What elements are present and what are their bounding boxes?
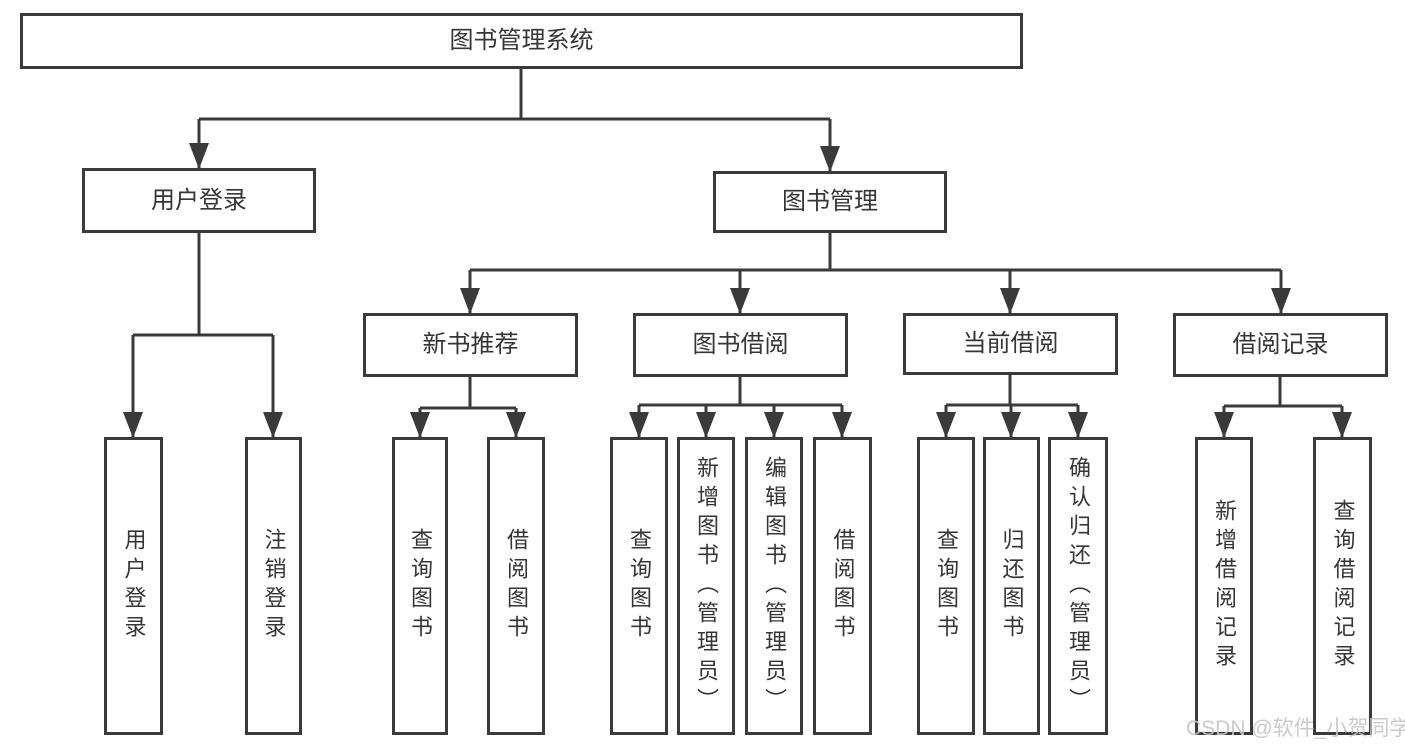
connector-user-login-split: [123, 233, 283, 438]
connector-current-borrow-split: [936, 375, 1088, 438]
leaf-user-login: 用户登录: [104, 437, 163, 735]
watermark: CSDN @软件_小贺同学: [1186, 717, 1405, 740]
leaf-new-book-query: 查询图书: [392, 437, 448, 735]
connector-book-management-split: [460, 233, 1291, 314]
connector-book-borrow-split: [629, 377, 852, 438]
node-borrow-records: 借阅记录: [1173, 313, 1388, 377]
leaf-return-book: 归还图书: [983, 437, 1040, 735]
connector-new-book-split: [410, 377, 526, 438]
leaf-record-query: 查询借阅记录: [1313, 437, 1372, 735]
node-book-management: 图书管理: [713, 171, 947, 233]
connector-root-split: [189, 69, 840, 172]
node-book-borrow: 图书借阅: [633, 313, 848, 377]
connector-borrow-records-split: [1214, 377, 1352, 438]
leaf-record-add: 新增借阅记录: [1195, 437, 1253, 735]
leaf-borrow-book: 借阅图书: [813, 437, 872, 735]
leaf-current-query: 查询图书: [917, 437, 975, 735]
node-current-borrow: 当前借阅: [903, 313, 1118, 375]
node-root-system: 图书管理系统: [20, 13, 1023, 69]
leaf-confirm-return-admin: 确认归还（管理员）: [1048, 437, 1108, 735]
leaf-borrow-add-admin: 新增图书（管理员）: [677, 437, 735, 735]
leaf-logout: 注销登录: [245, 437, 302, 735]
leaf-borrow-query: 查询图书: [610, 437, 668, 735]
node-new-book-recommend: 新书推荐: [363, 313, 578, 377]
leaf-borrow-edit-admin: 编辑图书（管理员）: [745, 437, 803, 735]
leaf-new-book-borrow: 借阅图书: [487, 437, 545, 735]
node-user-login: 用户登录: [82, 168, 316, 233]
